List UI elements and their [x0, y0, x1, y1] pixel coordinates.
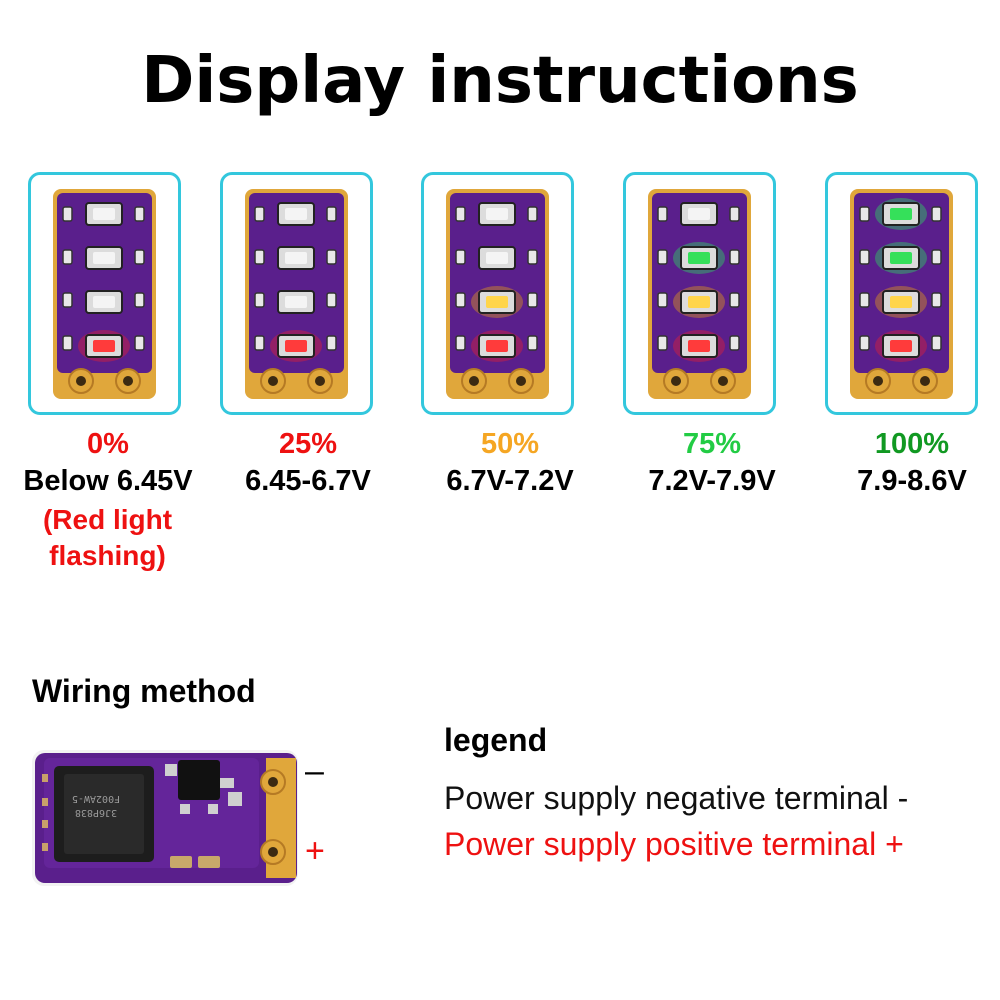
wiring-board-image: 3J6P838 F002AW-5 [32, 750, 298, 886]
legend-negative: Power supply negative terminal - [444, 780, 909, 816]
level-card [421, 172, 574, 415]
led-board-image [850, 189, 953, 399]
level-voltage-range: 6.7V-7.2V [446, 465, 574, 497]
level-percent: 100% [874, 428, 950, 460]
level-voltage-range: 7.2V-7.9V [648, 465, 776, 497]
chip-label-2: F002AW-5 [72, 793, 120, 804]
led-board-image [648, 189, 751, 399]
level-note: flashing) [49, 540, 166, 571]
level-voltage-range: 6.45-6.7V [245, 465, 371, 497]
led-board-image [53, 189, 156, 399]
level-voltage-range: Below 6.45V [23, 465, 193, 497]
chip-label-1: 3J6P838 [75, 807, 117, 818]
level-voltage-range: 7.9-8.6V [857, 465, 967, 497]
legend-positive: Power supply positive terminal + [444, 826, 904, 862]
positive-symbol: + [305, 832, 325, 870]
level-note: (Red light [42, 504, 173, 535]
level-percent: 75% [682, 428, 742, 460]
legend-title: legend [444, 722, 548, 758]
level-card [220, 172, 373, 415]
level-card [623, 172, 776, 415]
level-percent: 50% [480, 428, 540, 460]
led-board-image [245, 189, 348, 399]
wiring-title: Wiring method [32, 673, 256, 709]
page-title: Display instructions [141, 44, 859, 118]
level-percent: 25% [278, 428, 338, 460]
level-card [825, 172, 978, 415]
level-percent: 0% [87, 428, 129, 460]
level-card [28, 172, 181, 415]
led-board-image [446, 189, 549, 399]
negative-symbol: – [305, 752, 324, 790]
